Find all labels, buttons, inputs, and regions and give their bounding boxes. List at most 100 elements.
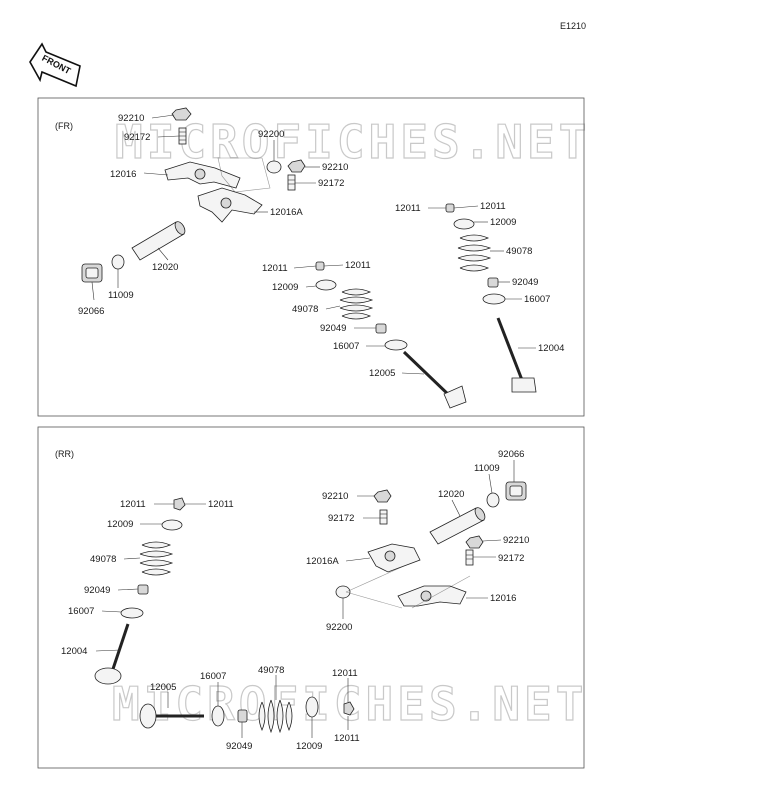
callout-fr-12005: 12005 <box>369 368 395 379</box>
callout-rr-92200: 92200 <box>326 622 352 633</box>
rr-valve-12005 <box>139 703 204 729</box>
rr-rocker-shaft-12020 <box>429 507 486 545</box>
rr-retainer-b <box>305 696 319 718</box>
callout-fr-92049l: 92049 <box>320 323 346 334</box>
rr-locknut-b <box>465 535 484 549</box>
callout-fr-92066: 92066 <box>78 306 104 317</box>
rr-spring-b <box>258 699 293 734</box>
callout-fr-92210a: 92210 <box>118 113 144 124</box>
rr-o-ring-11009 <box>486 492 500 508</box>
callout-rr-12011c: 12011 <box>332 668 358 679</box>
front-arrow-icon: FRONT <box>29 42 81 88</box>
rr-seat-b <box>211 705 225 727</box>
callout-rr-92172a: 92172 <box>328 513 354 524</box>
callout-rr-49078b: 49078 <box>258 665 284 676</box>
callout-fr-92172b: 92172 <box>318 178 344 189</box>
rr-locknut-a <box>373 489 392 503</box>
spring-right <box>457 234 492 272</box>
callout-rr-12016a: 12016A <box>306 556 339 567</box>
callout-rr-92210a: 92210 <box>322 491 348 502</box>
callout-fr-12016a: 12016A <box>270 207 303 218</box>
rr-seal-b <box>237 709 248 723</box>
rr-retainer-a <box>161 519 183 531</box>
callout-fr-16007r: 16007 <box>524 294 550 305</box>
valve-12004 <box>496 317 537 393</box>
callout-rr-12009b: 12009 <box>296 741 322 752</box>
callout-rr-92172b: 92172 <box>498 553 524 564</box>
spring-left <box>339 288 374 320</box>
rr-adjust-screw-a <box>379 509 388 525</box>
callout-fr-12011l1: 12011 <box>262 263 288 274</box>
figure-code: E1210 <box>560 21 586 31</box>
callout-fr-11009: 11009 <box>108 290 134 301</box>
valve-12005 <box>402 350 467 409</box>
rr-cotter-b <box>343 701 355 716</box>
callout-rr-92066: 92066 <box>498 449 524 460</box>
callout-rr-92049b: 92049 <box>226 741 252 752</box>
section-rr-label: (RR) <box>55 449 74 459</box>
seat-left <box>384 339 408 351</box>
callout-rr-16007a: 16007 <box>68 606 94 617</box>
retainer-left <box>315 279 337 291</box>
callout-fr-12009r: 12009 <box>490 217 516 228</box>
rr-adjust-screw-b <box>465 549 474 566</box>
callout-rr-12011a: 12011 <box>120 499 146 510</box>
rr-o-ring-92200 <box>335 585 351 599</box>
callout-fr-12020: 12020 <box>152 262 178 273</box>
adjust-screw-a <box>178 127 187 145</box>
callout-rr-12016: 12016 <box>490 593 516 604</box>
rr-spring-a <box>139 541 174 576</box>
callout-fr-92172a: 92172 <box>124 132 150 143</box>
callout-fr-12011l2: 12011 <box>345 260 371 271</box>
section-fr-label: (FR) <box>55 121 73 131</box>
rocker-arm-12016a <box>197 187 263 223</box>
callout-fr-12004: 12004 <box>538 343 564 354</box>
seal-left <box>375 323 387 334</box>
callout-rr-92210b: 92210 <box>503 535 529 546</box>
section-fr: (FR) <box>37 97 585 417</box>
callout-rr-12011d: 12011 <box>334 733 360 744</box>
adjust-screw-b <box>287 174 296 191</box>
rr-seal-a <box>137 584 149 595</box>
locknut-a <box>171 107 192 121</box>
callout-fr-92210b: 92210 <box>322 162 348 173</box>
rr-rocker-arm-12016 <box>397 585 467 607</box>
seal-right <box>487 277 499 288</box>
callout-rr-16007b: 16007 <box>200 671 226 682</box>
plug-92066 <box>81 263 103 283</box>
seat-right <box>482 293 506 305</box>
callout-rr-12009a: 12009 <box>107 519 133 530</box>
watermark-top: MICROFICHES.NET <box>115 115 590 169</box>
rocker-arm-12016 <box>164 161 241 189</box>
rr-rocker-arm-12016a <box>367 543 421 573</box>
o-ring-92200 <box>266 160 282 174</box>
callout-fr-92049r: 92049 <box>512 277 538 288</box>
callout-fr-49078l: 49078 <box>292 304 318 315</box>
callout-fr-16007l: 16007 <box>333 341 359 352</box>
o-ring-11009 <box>111 254 125 270</box>
callout-fr-12011r2: 12011 <box>480 201 506 212</box>
locknut-b <box>287 159 306 173</box>
callout-fr-12009l: 12009 <box>272 282 298 293</box>
callout-rr-11009: 11009 <box>474 463 500 474</box>
callout-fr-92200: 92200 <box>258 129 284 140</box>
callout-rr-12011b: 12011 <box>208 499 234 510</box>
cotter-right <box>445 203 455 213</box>
rr-seat-a <box>120 607 144 619</box>
callout-fr-49078r: 49078 <box>506 246 532 257</box>
callout-rr-12004: 12004 <box>61 646 87 657</box>
callout-fr-12016: 12016 <box>110 169 136 180</box>
retainer-right <box>453 218 475 230</box>
rr-plug-92066 <box>505 481 527 501</box>
section-fr-frame <box>37 97 585 417</box>
callout-rr-12020: 12020 <box>438 489 464 500</box>
section-rr-frame <box>37 426 585 769</box>
callout-fr-12011r1: 12011 <box>395 203 421 214</box>
rocker-shaft-12020 <box>131 221 186 261</box>
callout-rr-12005: 12005 <box>150 682 176 693</box>
rr-cotter-a <box>173 497 186 511</box>
rr-valve-12004 <box>94 623 130 685</box>
callout-rr-92049a: 92049 <box>84 585 110 596</box>
callout-rr-49078a: 49078 <box>90 554 116 565</box>
